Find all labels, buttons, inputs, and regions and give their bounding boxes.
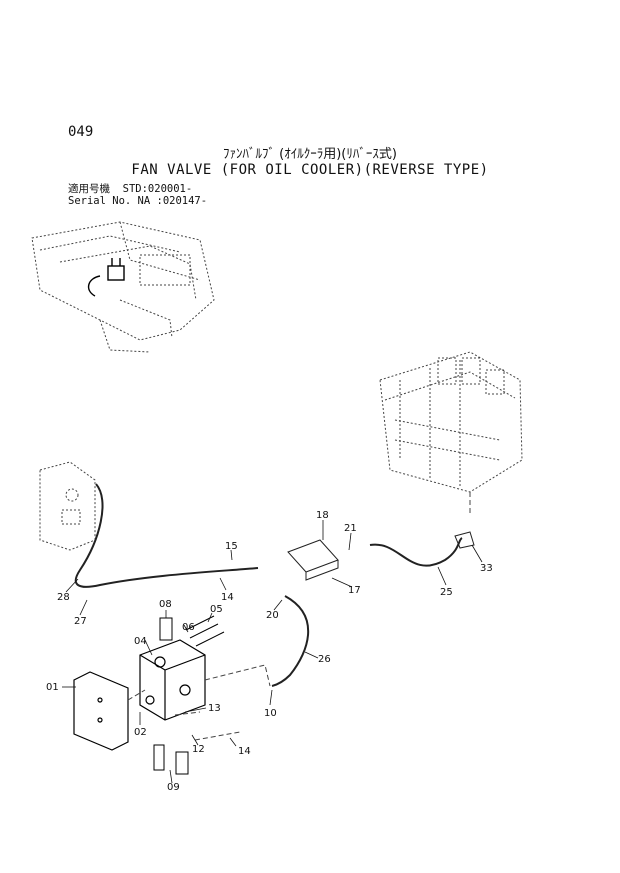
callout-21: 21 (344, 523, 357, 534)
callout-14-b: 14 (238, 746, 251, 757)
callout-09: 09 (167, 782, 180, 793)
callout-06: 06 (182, 622, 195, 633)
callout-25: 25 (440, 587, 453, 598)
callout-28: 28 (57, 592, 70, 603)
control-valve-sketch (379, 351, 523, 515)
callout-14-a: 14 (221, 592, 234, 603)
serial-line-2: Serial No. NA :020147- (68, 195, 208, 207)
callout-04: 04 (134, 636, 147, 647)
mounting-plate-01 (73, 671, 129, 751)
callout-labels: 01 02 04 05 06 08 09 10 12 13 14 14 15 1… (46, 510, 493, 793)
callout-02: 02 (134, 727, 147, 738)
left-mount-sketch (39, 461, 96, 551)
callout-20: 20 (266, 610, 279, 621)
fittings-09 (153, 744, 189, 775)
bracket-17 (287, 539, 339, 581)
leader-lines (62, 520, 483, 784)
title-english: FAN VALVE (FOR OIL COOLER)(REVERSE TYPE) (131, 162, 489, 178)
callout-01: 01 (46, 682, 59, 693)
callout-33: 33 (480, 563, 493, 574)
hose-26 (271, 595, 310, 687)
callout-26: 26 (318, 654, 331, 665)
hose-27 (74, 483, 259, 588)
hose-25 (369, 537, 463, 567)
callout-13: 13 (208, 703, 221, 714)
callout-18: 18 (316, 510, 329, 521)
valve-block-04 (139, 639, 206, 721)
fitting-33 (454, 531, 475, 549)
callout-15: 15 (225, 541, 238, 552)
serial-info: 適用号機 STD:020001- Serial No. NA :020147- (68, 183, 207, 207)
callout-17: 17 (348, 585, 361, 596)
assembly-lines (127, 664, 271, 741)
callout-12: 12 (192, 744, 205, 755)
callout-10: 10 (264, 708, 277, 719)
title-japanese: ﾌｧﾝﾊﾞﾙﾌﾞ (ｵｲﾙｸｰﾗ用)(ﾘﾊﾞｰｽ式) (223, 147, 397, 162)
callout-27: 27 (74, 616, 87, 627)
machine-valve-highlight (87, 258, 125, 297)
callout-08: 08 (159, 599, 172, 610)
machine-overview-sketch (31, 221, 215, 353)
serial-line-1: 適用号機 STD:020001- (68, 183, 193, 195)
page-number: 049 (68, 124, 94, 140)
callout-05: 05 (210, 604, 223, 615)
